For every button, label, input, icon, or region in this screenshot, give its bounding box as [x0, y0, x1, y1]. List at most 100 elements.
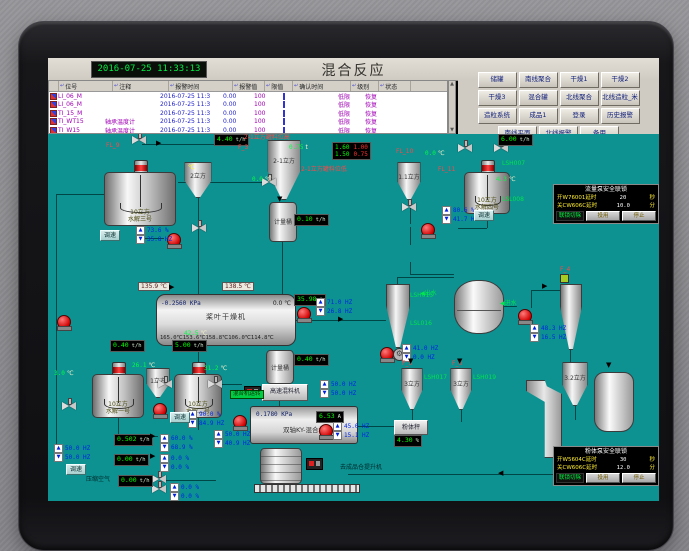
pump-6[interactable] [517, 308, 533, 325]
pump-9[interactable] [56, 314, 72, 331]
valve-icon[interactable] [62, 398, 76, 410]
valve-icon[interactable] [132, 134, 146, 144]
alarm-col-header[interactable]: ↵确认时间 [293, 81, 351, 91]
valve-icon[interactable] [208, 376, 222, 388]
alarm-col-header[interactable]: ↵限值 [265, 81, 293, 91]
nav-btn-2-1[interactable]: 历史报警 [600, 108, 640, 124]
nav-btn-1-2[interactable]: 北线造粒_米 [600, 90, 640, 106]
lab-icon: LSL008 [502, 196, 524, 203]
confirm-checkbox-icon[interactable] [283, 118, 285, 126]
alarm-col-header[interactable]: ↵注释 [113, 81, 169, 91]
nav-btn-0-1[interactable]: 南线聚合 [518, 72, 558, 88]
interlock-status: 联锁切除 [556, 473, 585, 483]
nav-btn-1-1[interactable]: 北线聚合 [559, 90, 599, 106]
nav-btn-0-2[interactable]: 干燥1 [559, 72, 599, 88]
sort-icon: ↵ [170, 83, 175, 89]
valve-icon[interactable] [262, 174, 276, 186]
washer-vessel [454, 280, 504, 334]
nav-btn-1-0[interactable]: 混合罐 [518, 90, 558, 106]
nav-btn-2-0[interactable]: 登录 [559, 108, 599, 124]
mixer-status: 混合机运转 [230, 390, 264, 399]
pump-5[interactable] [379, 346, 395, 363]
vp-icon: 3.0℃ [54, 370, 74, 377]
pump-3[interactable] [296, 306, 312, 323]
lab-icon: LSH015 [410, 292, 434, 299]
alarm-col-header[interactable]: ↵报警时间 [169, 81, 233, 91]
pump-1[interactable] [166, 232, 182, 249]
alarm-col-header[interactable]: ↵状态 [379, 81, 411, 91]
sort-icon: ↵ [352, 83, 357, 89]
pipe-icon [461, 410, 462, 422]
confirm-checkbox-icon[interactable] [283, 101, 285, 109]
valve-icon[interactable] [458, 140, 472, 152]
agitator-motor-icon [192, 362, 206, 377]
vp-icon: 31.2℃ [204, 365, 228, 372]
interlock-btn[interactable]: 投用 [586, 211, 621, 221]
lab-icon: LSH007 [502, 160, 526, 167]
alarm-col-header[interactable]: ↵级别 [351, 81, 379, 91]
ybox-icon [560, 274, 569, 283]
pipe-icon [575, 406, 576, 420]
down-arrow-icon: ▼ [160, 442, 169, 452]
lab-icon: LSL016 [410, 320, 432, 327]
up-arrow-icon: ▲ [160, 453, 169, 463]
monitor-bezel: 2016-07-25 11:33:13 混合反应 ↵位号↵注释↵报警时间↵报警值… [18, 21, 674, 551]
product-silo [594, 372, 634, 432]
nav-btn-0-4[interactable]: 干燥3 [477, 90, 517, 106]
interlock-btn[interactable]: 停止 [622, 211, 657, 221]
pipe-icon [294, 320, 386, 321]
ud-icon: ▲50.0 HZ▼40.9 HZ [214, 429, 250, 448]
confirm-checkbox-icon[interactable] [283, 92, 285, 100]
valve-icon[interactable] [192, 220, 206, 232]
alarm-bell-icon [50, 118, 57, 126]
pump-2[interactable] [420, 222, 436, 239]
nav-btn-0-3[interactable]: 干燥2 [600, 72, 640, 88]
lab-icon: F_6 [452, 360, 463, 367]
speed-btn-4[interactable]: 调速 [66, 464, 87, 475]
alarm-col-header[interactable]: ↵位号 [59, 81, 113, 91]
hopper-3m3-b: 3立方 [450, 368, 472, 410]
ud-icon: ▲73.6 %▼35.8 HZ [136, 225, 172, 244]
pump-7[interactable] [232, 414, 248, 431]
speed-btn-1[interactable]: 调速 [100, 230, 121, 241]
confirm-checkbox-icon[interactable] [283, 109, 285, 117]
valve-icon[interactable] [152, 471, 166, 483]
valve-icon[interactable] [158, 376, 172, 388]
alarm-col-header[interactable]: ↵报警值 [233, 81, 265, 91]
confirm-checkbox-icon[interactable] [283, 126, 285, 133]
arrow-icon: ▶ [542, 282, 548, 290]
interlock-btn[interactable]: 停止 [622, 473, 657, 483]
lab-icon: LSH017 [424, 374, 448, 381]
interlock-btn[interactable]: 投用 [586, 473, 621, 483]
speed-btn-2[interactable]: 调速 [170, 412, 191, 423]
pipe-icon [570, 348, 571, 362]
nav-btn-0-0[interactable]: 储罐 [477, 72, 517, 88]
pump-4[interactable] [152, 402, 168, 419]
pump-8[interactable] [318, 423, 334, 440]
nav-btn-1-4[interactable]: 成品1 [518, 108, 558, 124]
hopper-2m3: 2立方 [184, 162, 212, 198]
alarm-bell-icon [50, 109, 57, 117]
valve-icon[interactable] [402, 199, 416, 211]
sort-icon: ↵ [380, 83, 385, 89]
down-arrow-icon: ▼ [188, 418, 197, 428]
nav-btn-1-3[interactable]: 造粒系统 [477, 108, 517, 124]
speed-btn-3[interactable]: 调速 [474, 210, 495, 221]
discharge-drum [260, 448, 302, 484]
alarm-bell-icon [50, 101, 57, 109]
arrow-icon: ▶ [338, 315, 344, 323]
arrow-icon: ▼ [606, 361, 612, 369]
valve-icon[interactable] [152, 481, 166, 493]
vp-icon: 26.1℃ [132, 362, 156, 369]
alarm-scrollbar[interactable]: ▲▼ [448, 80, 456, 134]
